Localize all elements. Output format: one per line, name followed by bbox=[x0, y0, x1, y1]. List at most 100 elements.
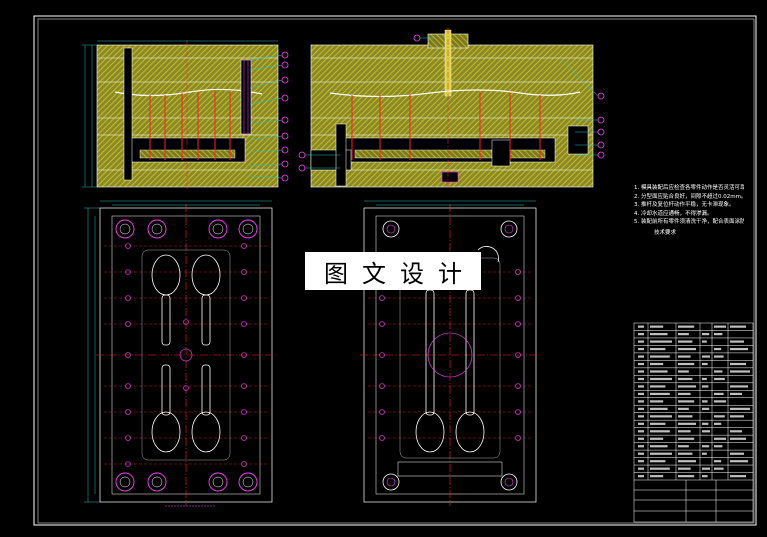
bom-index-mark bbox=[638, 475, 644, 478]
bom-cell-mark bbox=[678, 385, 696, 388]
bom-cell-mark bbox=[650, 392, 670, 396]
bom-cell-mark bbox=[714, 437, 726, 440]
bom-cell-mark bbox=[650, 385, 666, 388]
bom-cell-mark bbox=[678, 422, 696, 425]
bom-cell-mark bbox=[730, 385, 748, 388]
bom-cell-mark bbox=[678, 400, 695, 403]
bom-cell-mark bbox=[650, 325, 664, 328]
bom-index-mark bbox=[638, 385, 644, 388]
bom-cell-mark bbox=[702, 445, 710, 448]
bom-index-mark bbox=[638, 370, 644, 373]
bom-cell-mark bbox=[714, 467, 724, 470]
title-block bbox=[633, 322, 754, 523]
bom-index-mark bbox=[638, 355, 644, 358]
bom-cell-mark bbox=[702, 362, 708, 366]
bom-cell-mark bbox=[702, 385, 709, 388]
bom-cell-mark bbox=[650, 415, 672, 418]
section-view-right bbox=[298, 28, 605, 190]
bom-cell-mark bbox=[702, 467, 710, 470]
watermark-text: 图文设计 bbox=[305, 252, 481, 290]
bom-cell-mark bbox=[650, 407, 668, 410]
section-view-left bbox=[82, 40, 289, 190]
bom-cell-mark bbox=[678, 333, 689, 336]
bom-index-mark bbox=[638, 467, 644, 470]
bom-cell-mark bbox=[702, 333, 710, 336]
notes-heading: 技术要求 bbox=[654, 229, 677, 236]
bom-cell-mark bbox=[702, 407, 710, 410]
bom-index-mark bbox=[638, 445, 644, 448]
spoon-cavity bbox=[141, 249, 231, 461]
bom-cell-mark bbox=[730, 475, 746, 478]
bom-cell-mark bbox=[678, 362, 695, 366]
bom-index-mark bbox=[638, 325, 644, 328]
note-line: 5. 装配前所有零件须清洗干净，配合表面涂防锈油。 bbox=[634, 219, 744, 226]
bom-cell-mark bbox=[730, 340, 744, 343]
bom-cell-mark bbox=[678, 340, 693, 343]
technical-notes: 1. 模具装配后应检查各零件动作是否灵活可靠。 2. 分型面应贴合良好，间隙不超… bbox=[634, 184, 744, 238]
bom-cell-mark bbox=[702, 400, 708, 403]
note-line: 2. 分型面应贴合良好，间隙不超过0.02mm。 bbox=[634, 193, 744, 200]
bom-cell-mark bbox=[650, 362, 664, 366]
bom-cell-mark bbox=[678, 377, 693, 381]
plan-view-fixed-half bbox=[360, 200, 540, 506]
bom-cell-mark bbox=[678, 467, 691, 470]
bom-cell-mark bbox=[714, 370, 723, 373]
bom-index-mark bbox=[638, 392, 644, 396]
bom-cell-mark bbox=[702, 475, 708, 478]
part-bubble-icon bbox=[298, 34, 605, 172]
bom-cell-mark bbox=[650, 422, 666, 425]
bom-cell-mark bbox=[730, 325, 746, 328]
bom-index-mark bbox=[638, 452, 644, 455]
bom-index-mark bbox=[638, 377, 644, 381]
note-line: 1. 模具装配后应检查各零件动作是否灵活可靠。 bbox=[634, 185, 744, 191]
bom-cell-mark bbox=[730, 407, 750, 410]
bom-cell-mark bbox=[650, 400, 664, 403]
bom-cell-mark bbox=[678, 437, 695, 440]
bom-cell-mark bbox=[678, 475, 695, 478]
bom-cell-mark bbox=[678, 415, 693, 418]
bom-index-mark bbox=[638, 407, 644, 410]
bom-cell-mark bbox=[650, 333, 668, 336]
guide-pillar-icon bbox=[115, 219, 258, 492]
guide-bush-icon bbox=[382, 220, 518, 491]
bom-cell-mark bbox=[730, 362, 746, 366]
bom-cell-mark bbox=[730, 347, 748, 351]
bom-cell-mark bbox=[714, 333, 723, 336]
note-line: 3. 推杆及复位杆动作平稳，无卡滞现象。 bbox=[634, 202, 735, 209]
bom-cell-mark bbox=[678, 370, 689, 373]
bom-cell-mark bbox=[714, 392, 724, 396]
bom-cell-mark bbox=[702, 340, 707, 343]
bom-entries bbox=[638, 325, 750, 478]
bom-cell-mark bbox=[678, 460, 696, 463]
bom-index-mark bbox=[638, 340, 644, 343]
bom-cell-mark bbox=[730, 460, 748, 463]
note-line: 4. 冷却水道应通畅，不得渗漏。 bbox=[634, 210, 713, 217]
bom-cell-mark bbox=[714, 355, 724, 358]
bom-cell-mark bbox=[650, 437, 664, 440]
drawing-frame bbox=[33, 15, 757, 526]
bom-cell-mark bbox=[678, 452, 693, 455]
bom-cell-mark bbox=[702, 430, 710, 433]
plan-view-moving-half bbox=[84, 200, 276, 507]
bom-cell-mark bbox=[650, 355, 670, 358]
bom-cell-mark bbox=[678, 392, 691, 396]
bom-cell-mark bbox=[714, 400, 726, 403]
bom-cell-mark bbox=[702, 355, 710, 358]
bom-index-mark bbox=[638, 460, 644, 463]
bom-cell-mark bbox=[678, 347, 696, 351]
bom-cell-mark bbox=[714, 445, 723, 448]
bom-cell-mark bbox=[702, 452, 707, 455]
bom-index-mark bbox=[638, 422, 644, 425]
bom-cell-mark bbox=[650, 475, 664, 478]
bom-cell-mark bbox=[678, 445, 689, 448]
bom-cell-mark bbox=[714, 422, 722, 425]
bom-cell-mark bbox=[650, 377, 672, 381]
bom-index-mark bbox=[638, 347, 644, 351]
bom-cell-mark bbox=[702, 377, 707, 381]
bom-cell-mark bbox=[730, 437, 746, 440]
bom-cell-mark bbox=[678, 430, 691, 433]
bom-cell-mark bbox=[650, 460, 666, 463]
bom-cell-mark bbox=[678, 355, 691, 358]
bom-cell-mark bbox=[730, 370, 750, 373]
